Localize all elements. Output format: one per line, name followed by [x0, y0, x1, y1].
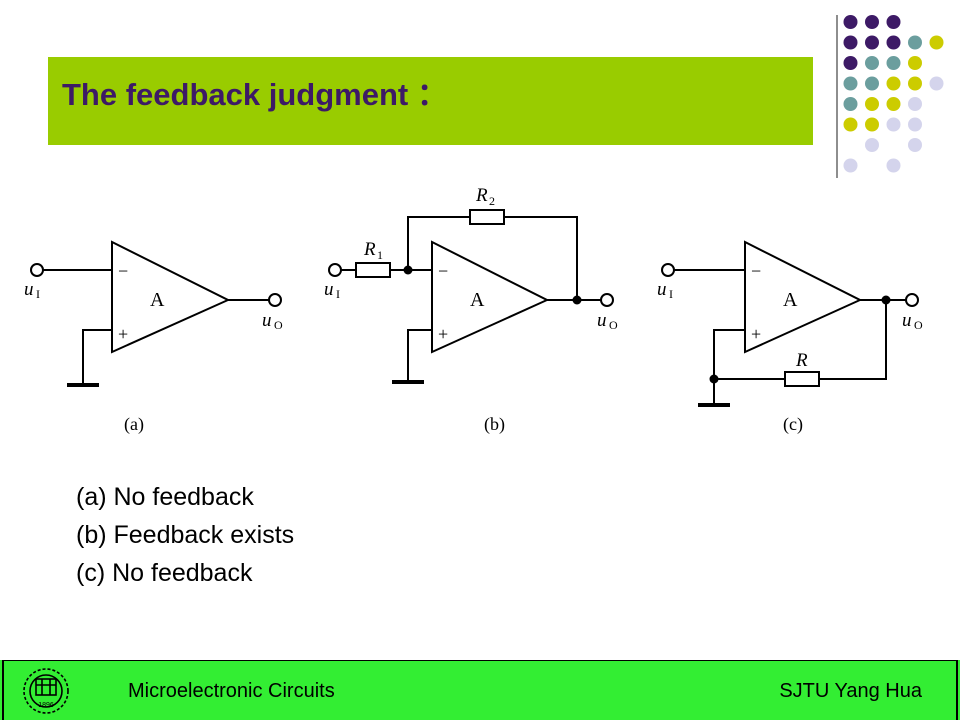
decorative-dot [865, 15, 879, 29]
decorative-dot [843, 76, 858, 91]
decorative-dot [929, 35, 944, 50]
decorative-dot [865, 35, 879, 50]
decorative-dot [843, 158, 858, 173]
decorative-dot-grid [836, 15, 944, 178]
output-sub-c: O [914, 318, 923, 332]
circuit-b [328, 209, 614, 384]
decorative-dot [843, 15, 858, 29]
decorative-dot [886, 97, 901, 111]
output-terminal-b [600, 293, 614, 307]
decorative-dot [886, 35, 901, 50]
input-terminal-b [328, 263, 342, 277]
input-label-a: u [24, 279, 34, 300]
circuit-diagrams: − + A u I u O (a) − + A u I u O R 1 R 2 … [24, 185, 923, 435]
output-label-c: u [902, 310, 912, 331]
junction-node-b-out [572, 295, 582, 305]
minus-label-c: − [751, 261, 761, 281]
decorative-dot [886, 76, 901, 91]
output-terminal-c [905, 293, 919, 307]
result-a: (a) No feedback [76, 483, 254, 511]
decorative-dot [843, 35, 858, 50]
amp-label-c: A [783, 289, 798, 311]
decorative-dot [843, 56, 858, 70]
decorative-dot [865, 138, 879, 152]
decorative-dot [865, 56, 879, 70]
input-sub-b: I [336, 287, 340, 301]
results-list: (a) No feedback (b) Feedback exists (c) … [76, 478, 294, 592]
minus-label-b: − [438, 261, 448, 281]
labels-b: − + A u I u O R 1 R 2 (b) [324, 185, 618, 435]
amp-label-b: A [470, 289, 485, 311]
input-sub-c: I [669, 287, 673, 301]
decorative-dot [865, 117, 879, 132]
opamp-a [111, 240, 231, 354]
opamp-b [431, 240, 550, 354]
resistor-r2 [469, 209, 505, 225]
circuit-a [30, 240, 282, 387]
plus-label-c: + [751, 324, 761, 344]
logo-year: 1896 [38, 702, 54, 709]
result-b: (b) Feedback exists [76, 521, 295, 549]
output-terminal-a [268, 293, 282, 307]
caption-a: (a) [124, 414, 144, 435]
decorative-dot [908, 35, 922, 50]
labels-c: − + A u I u O R (c) [657, 261, 923, 435]
opamp-c [744, 240, 863, 354]
footer-border [2, 660, 958, 720]
footer-bar: 1896 Microelectronic Circuits SJTU Yang … [0, 660, 960, 720]
resistor-r1 [355, 262, 391, 278]
decorative-dot [908, 138, 922, 152]
output-label-b: u [597, 310, 607, 331]
caption-b: (b) [484, 414, 505, 435]
decorative-dot [908, 56, 922, 70]
university-logo-icon: 1896 [23, 668, 69, 714]
decorative-dot [843, 97, 858, 111]
plus-label-a: + [118, 324, 128, 344]
decorative-dot [929, 76, 944, 91]
decorative-dot [886, 117, 901, 132]
r1-sub: 1 [377, 248, 383, 262]
input-label-c: u [657, 279, 667, 300]
r2-sub: 2 [489, 194, 495, 208]
result-c: (c) No feedback [76, 559, 253, 587]
amp-label-a: A [150, 289, 165, 311]
footer-author: SJTU Yang Hua [779, 680, 922, 702]
minus-label-a: − [118, 261, 128, 281]
decorative-dot [865, 97, 879, 111]
footer-course-title: Microelectronic Circuits [128, 680, 335, 702]
decorative-dot [865, 76, 879, 91]
r-label: R [795, 350, 808, 371]
plus-label-b: + [438, 324, 448, 344]
input-sub-a: I [36, 287, 40, 301]
decorative-dot [908, 97, 922, 111]
r2-label: R [475, 185, 488, 206]
caption-c: (c) [783, 414, 803, 435]
input-terminal-c [661, 263, 675, 277]
output-label-a: u [262, 310, 272, 331]
input-label-b: u [324, 279, 334, 300]
decorative-dot [843, 117, 858, 132]
r1-label: R [363, 239, 376, 260]
decorative-dot [908, 76, 922, 91]
output-sub-a: O [274, 318, 283, 332]
input-terminal-a [30, 263, 44, 277]
output-sub-b: O [609, 318, 618, 332]
circuit-c [661, 240, 919, 407]
title-bar: The feedback judgment ： [48, 57, 813, 145]
decorative-dot [886, 56, 901, 70]
resistor-r [784, 371, 820, 387]
decorative-dot [908, 117, 922, 132]
page-title: The feedback judgment ： [62, 77, 448, 112]
decorative-dot [886, 15, 901, 29]
decorative-dot [886, 158, 901, 173]
labels-a: − + A u I u O (a) [24, 261, 283, 435]
